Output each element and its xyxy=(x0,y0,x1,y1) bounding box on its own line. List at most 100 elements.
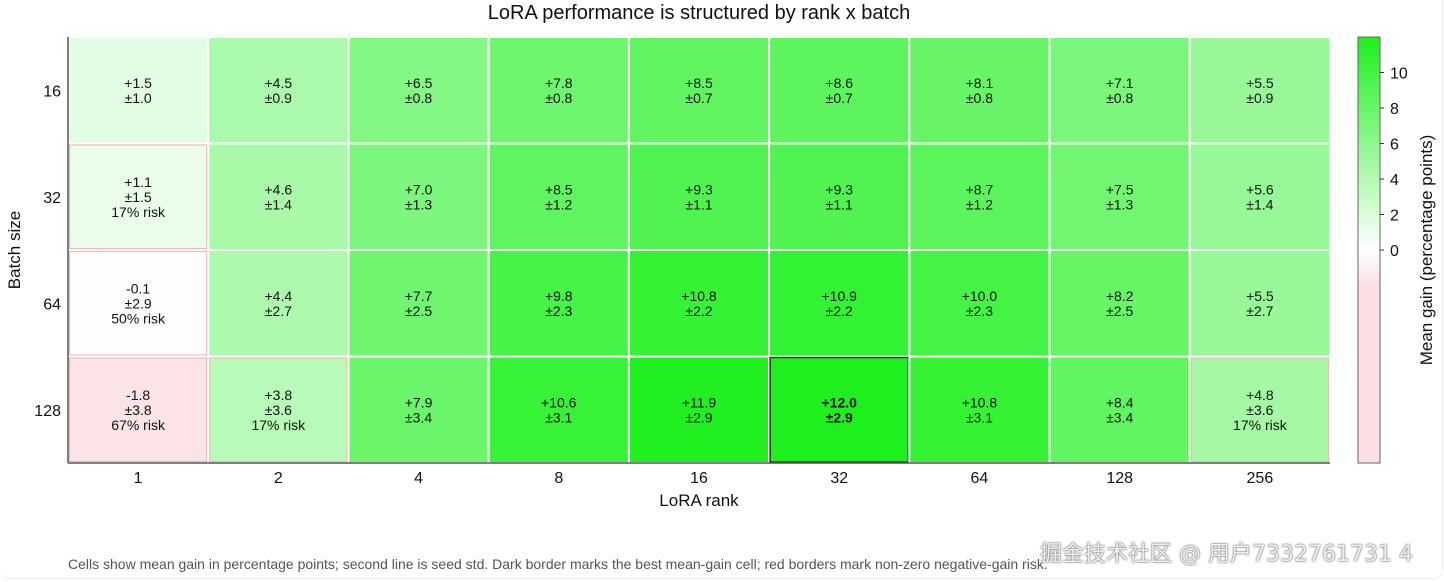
cell-mean-label: +10.0 xyxy=(962,288,998,304)
heatmap-cell: +10.9±2.2 xyxy=(768,249,911,358)
cell-fill xyxy=(207,355,350,464)
cell-std-label: ±0.7 xyxy=(826,90,853,106)
cell-mean-label: +9.3 xyxy=(825,181,853,197)
x-tick-label: 32 xyxy=(830,470,848,487)
cell-mean-label: +11.9 xyxy=(682,394,717,410)
cell-mean-label: +4.8 xyxy=(1246,387,1274,403)
cell-mean-label: +3.8 xyxy=(265,387,293,403)
x-tick-label: 8 xyxy=(554,470,563,487)
cell-fill xyxy=(1048,142,1191,251)
cell-mean-label: +7.8 xyxy=(545,75,573,91)
cell-std-label: ±1.4 xyxy=(1246,196,1273,212)
risk-border xyxy=(68,357,208,463)
cell-std-label: ±1.3 xyxy=(1106,196,1133,212)
cell-fill xyxy=(207,142,350,251)
heatmap-cells: +1.5±1.0+4.5±0.9+6.5±0.8+7.8±0.8+8.5±0.7… xyxy=(67,36,1332,464)
cell-std-label: ±2.5 xyxy=(405,303,432,319)
cell-std-label: ±1.2 xyxy=(545,196,572,212)
heatmap-cell: +7.1±0.8 xyxy=(1048,36,1191,145)
best-border xyxy=(769,356,910,463)
cell-std-label: ±0.8 xyxy=(545,90,572,106)
cell-fill xyxy=(768,355,911,464)
heatmap-cell: +8.1±0.8 xyxy=(908,36,1051,145)
cell-mean-label: +9.3 xyxy=(685,181,713,197)
colorbar-scale xyxy=(1357,36,1381,464)
cell-std-label: ±2.9 xyxy=(125,295,152,311)
cell-fill xyxy=(1188,355,1332,464)
cell-mean-label: +8.4 xyxy=(1106,394,1134,410)
cell-mean-label: +9.8 xyxy=(545,288,573,304)
y-tick-label: 128 xyxy=(34,403,61,420)
cell-std-label: ±2.7 xyxy=(265,303,292,319)
heatmap-cell: +9.3±1.1 xyxy=(627,142,771,251)
x-tick-label: 1 xyxy=(134,470,143,487)
cell-std-label: ±1.0 xyxy=(125,90,152,106)
cell-mean-label: +5.5 xyxy=(1246,288,1274,304)
cell-std-label: ±2.3 xyxy=(545,303,572,319)
cell-mean-label: +8.5 xyxy=(545,181,573,197)
cell-fill xyxy=(347,249,490,358)
cell-std-label: ±2.3 xyxy=(966,303,993,319)
cell-fill xyxy=(207,36,350,145)
cell-fill xyxy=(1188,142,1332,251)
cell-fill xyxy=(768,142,911,251)
risk-border xyxy=(68,250,208,356)
heatmap-cell: +8.5±0.7 xyxy=(627,36,771,145)
cell-std-label: ±3.4 xyxy=(405,409,432,425)
cell-fill xyxy=(347,355,490,464)
cell-mean-label: +4.4 xyxy=(265,288,293,304)
cell-mean-label: +8.7 xyxy=(966,181,994,197)
cell-std-label: ±0.7 xyxy=(685,90,712,106)
cell-mean-label: +5.5 xyxy=(1246,75,1274,91)
cell-fill xyxy=(1048,36,1191,145)
heatmap-cell: +3.8±3.617% risk xyxy=(207,355,350,464)
cell-std-label: ±0.9 xyxy=(1246,90,1273,106)
cell-std-label: ±3.4 xyxy=(1106,409,1133,425)
cell-mean-label: +12.0 xyxy=(822,394,858,410)
heatmap-cell: +9.8±2.3 xyxy=(487,249,630,358)
heatmap-cell: +10.8±2.2 xyxy=(627,249,771,358)
cell-fill xyxy=(627,142,771,251)
x-tick-label: 64 xyxy=(971,470,989,487)
colorbar-tick-label: 0 xyxy=(1390,243,1399,260)
cell-mean-label: +1.5 xyxy=(124,75,152,91)
footer-note: Cells show mean gain in percentage point… xyxy=(68,556,1048,572)
cell-std-label: ±0.8 xyxy=(966,90,993,106)
cell-mean-label: +7.7 xyxy=(405,288,433,304)
risk-border xyxy=(68,144,208,250)
cell-std-label: ±0.8 xyxy=(405,90,432,106)
x-tick-label: 16 xyxy=(690,470,708,487)
x-tick-label: 4 xyxy=(414,470,423,487)
cell-std-label: ±1.2 xyxy=(966,196,993,212)
heatmap-cell: +10.8±3.1 xyxy=(908,355,1051,464)
cell-mean-label: +4.5 xyxy=(265,75,293,91)
heatmap-cell: +7.9±3.4 xyxy=(347,355,490,464)
x-tick-label: 256 xyxy=(1247,470,1274,487)
heatmap-cell: +4.4±2.7 xyxy=(207,249,350,358)
risk-border xyxy=(209,357,348,463)
heatmap-cell: +8.6±0.7 xyxy=(768,36,911,145)
cell-mean-label: +7.0 xyxy=(405,181,433,197)
y-tick-label: 64 xyxy=(43,296,61,313)
cell-std-label: ±2.5 xyxy=(1106,303,1133,319)
colorbar-tick-label: 4 xyxy=(1390,172,1399,189)
cell-std-label: ±3.6 xyxy=(1246,402,1273,418)
heatmap-cell: +7.7±2.5 xyxy=(347,249,490,358)
y-tick-label: 32 xyxy=(43,190,61,207)
heatmap-cell: +12.0±2.9 xyxy=(768,355,911,464)
heatmap-cell: +11.9±2.9 xyxy=(627,355,771,464)
cell-risk-label: 17% risk xyxy=(111,204,166,220)
x-axis-label: LoRA rank xyxy=(659,491,739,510)
cell-mean-label: +7.9 xyxy=(405,394,433,410)
heatmap-cell: +10.6±3.1 xyxy=(487,355,630,464)
cell-fill xyxy=(67,36,210,145)
cell-mean-label: +8.5 xyxy=(685,75,713,91)
heatmap-cell: +8.2±2.5 xyxy=(1048,249,1191,358)
cell-std-label: ±0.8 xyxy=(1106,90,1133,106)
heatmap-cell: +10.0±2.3 xyxy=(908,249,1051,358)
colorbar-tick-label: 8 xyxy=(1390,101,1399,118)
